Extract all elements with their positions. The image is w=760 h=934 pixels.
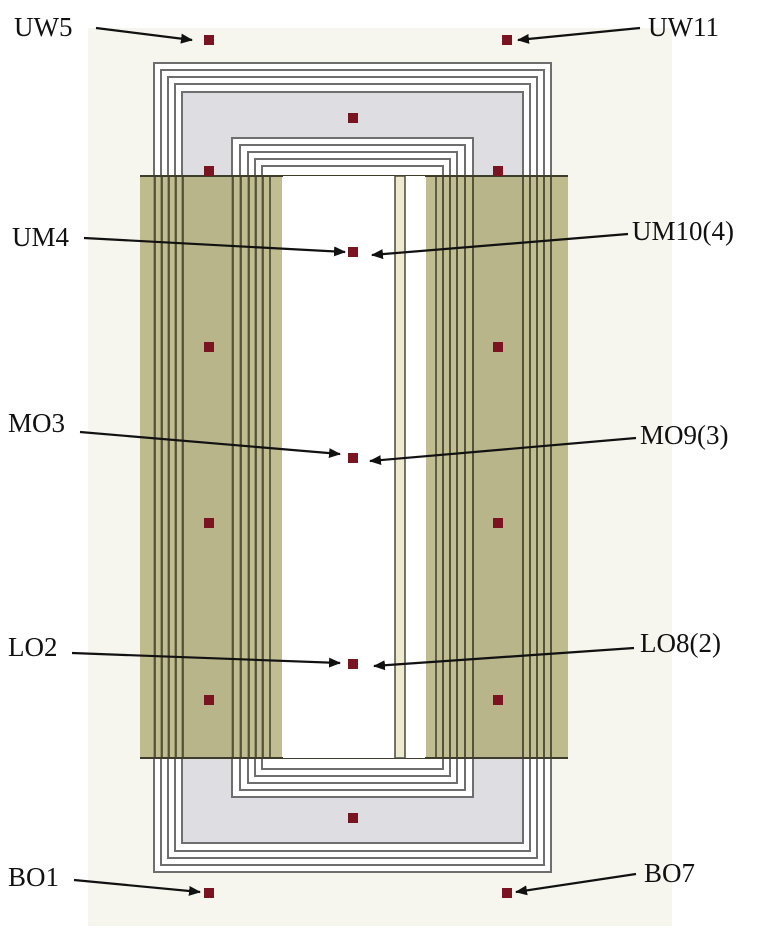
marker-right-1 <box>493 342 503 352</box>
marker-bottom-yoke <box>348 813 358 823</box>
central-duct <box>394 175 406 759</box>
winding-right <box>426 176 568 758</box>
arrow-uw5 <box>95 26 193 44</box>
label-mo9: MO9(3) <box>640 420 729 450</box>
arrow-mo9 <box>369 436 637 466</box>
marker-um4 <box>348 247 358 257</box>
marker-mo3 <box>348 453 358 463</box>
label-mo3: MO3 <box>8 408 65 438</box>
arrow-um10 <box>371 232 629 260</box>
label-bo1: BO1 <box>8 862 59 892</box>
label-uw11: UW11 <box>648 12 719 42</box>
label-uw5: UW5 <box>14 12 72 42</box>
arrow-bo1 <box>73 878 201 896</box>
label-lo8: LO8(2) <box>640 628 721 658</box>
marker-lo2 <box>348 659 358 669</box>
label-lo2: LO2 <box>8 632 58 662</box>
marker-uw5 <box>204 35 214 45</box>
marker-top-left <box>204 166 214 176</box>
marker-top-yoke <box>348 113 358 123</box>
measurement-markers <box>204 35 512 898</box>
marker-left-1 <box>204 342 214 352</box>
arrow-lo8 <box>373 646 635 671</box>
marker-right-2 <box>493 518 503 528</box>
callout-arrows <box>71 26 641 896</box>
label-um10: UM10(4) <box>632 216 734 246</box>
arrow-mo3 <box>79 430 341 459</box>
label-um4: UM4 <box>12 222 70 252</box>
point-labels: UW5 UW11 UM4 UM10(4) MO3 MO9(3) LO2 LO8(… <box>8 12 734 892</box>
marker-top-right <box>493 166 503 176</box>
marker-bo1 <box>204 888 214 898</box>
label-bo7: BO7 <box>644 858 695 888</box>
arrow-bo7 <box>515 872 637 896</box>
arrow-uw11 <box>517 26 641 44</box>
marker-left-3 <box>204 695 214 705</box>
winding-band <box>140 175 568 759</box>
marker-right-3 <box>493 695 503 705</box>
arrow-um4 <box>83 236 346 257</box>
arrow-lo2 <box>71 651 341 668</box>
marker-bo7 <box>502 888 512 898</box>
marker-uw11 <box>502 35 512 45</box>
marker-left-2 <box>204 518 214 528</box>
